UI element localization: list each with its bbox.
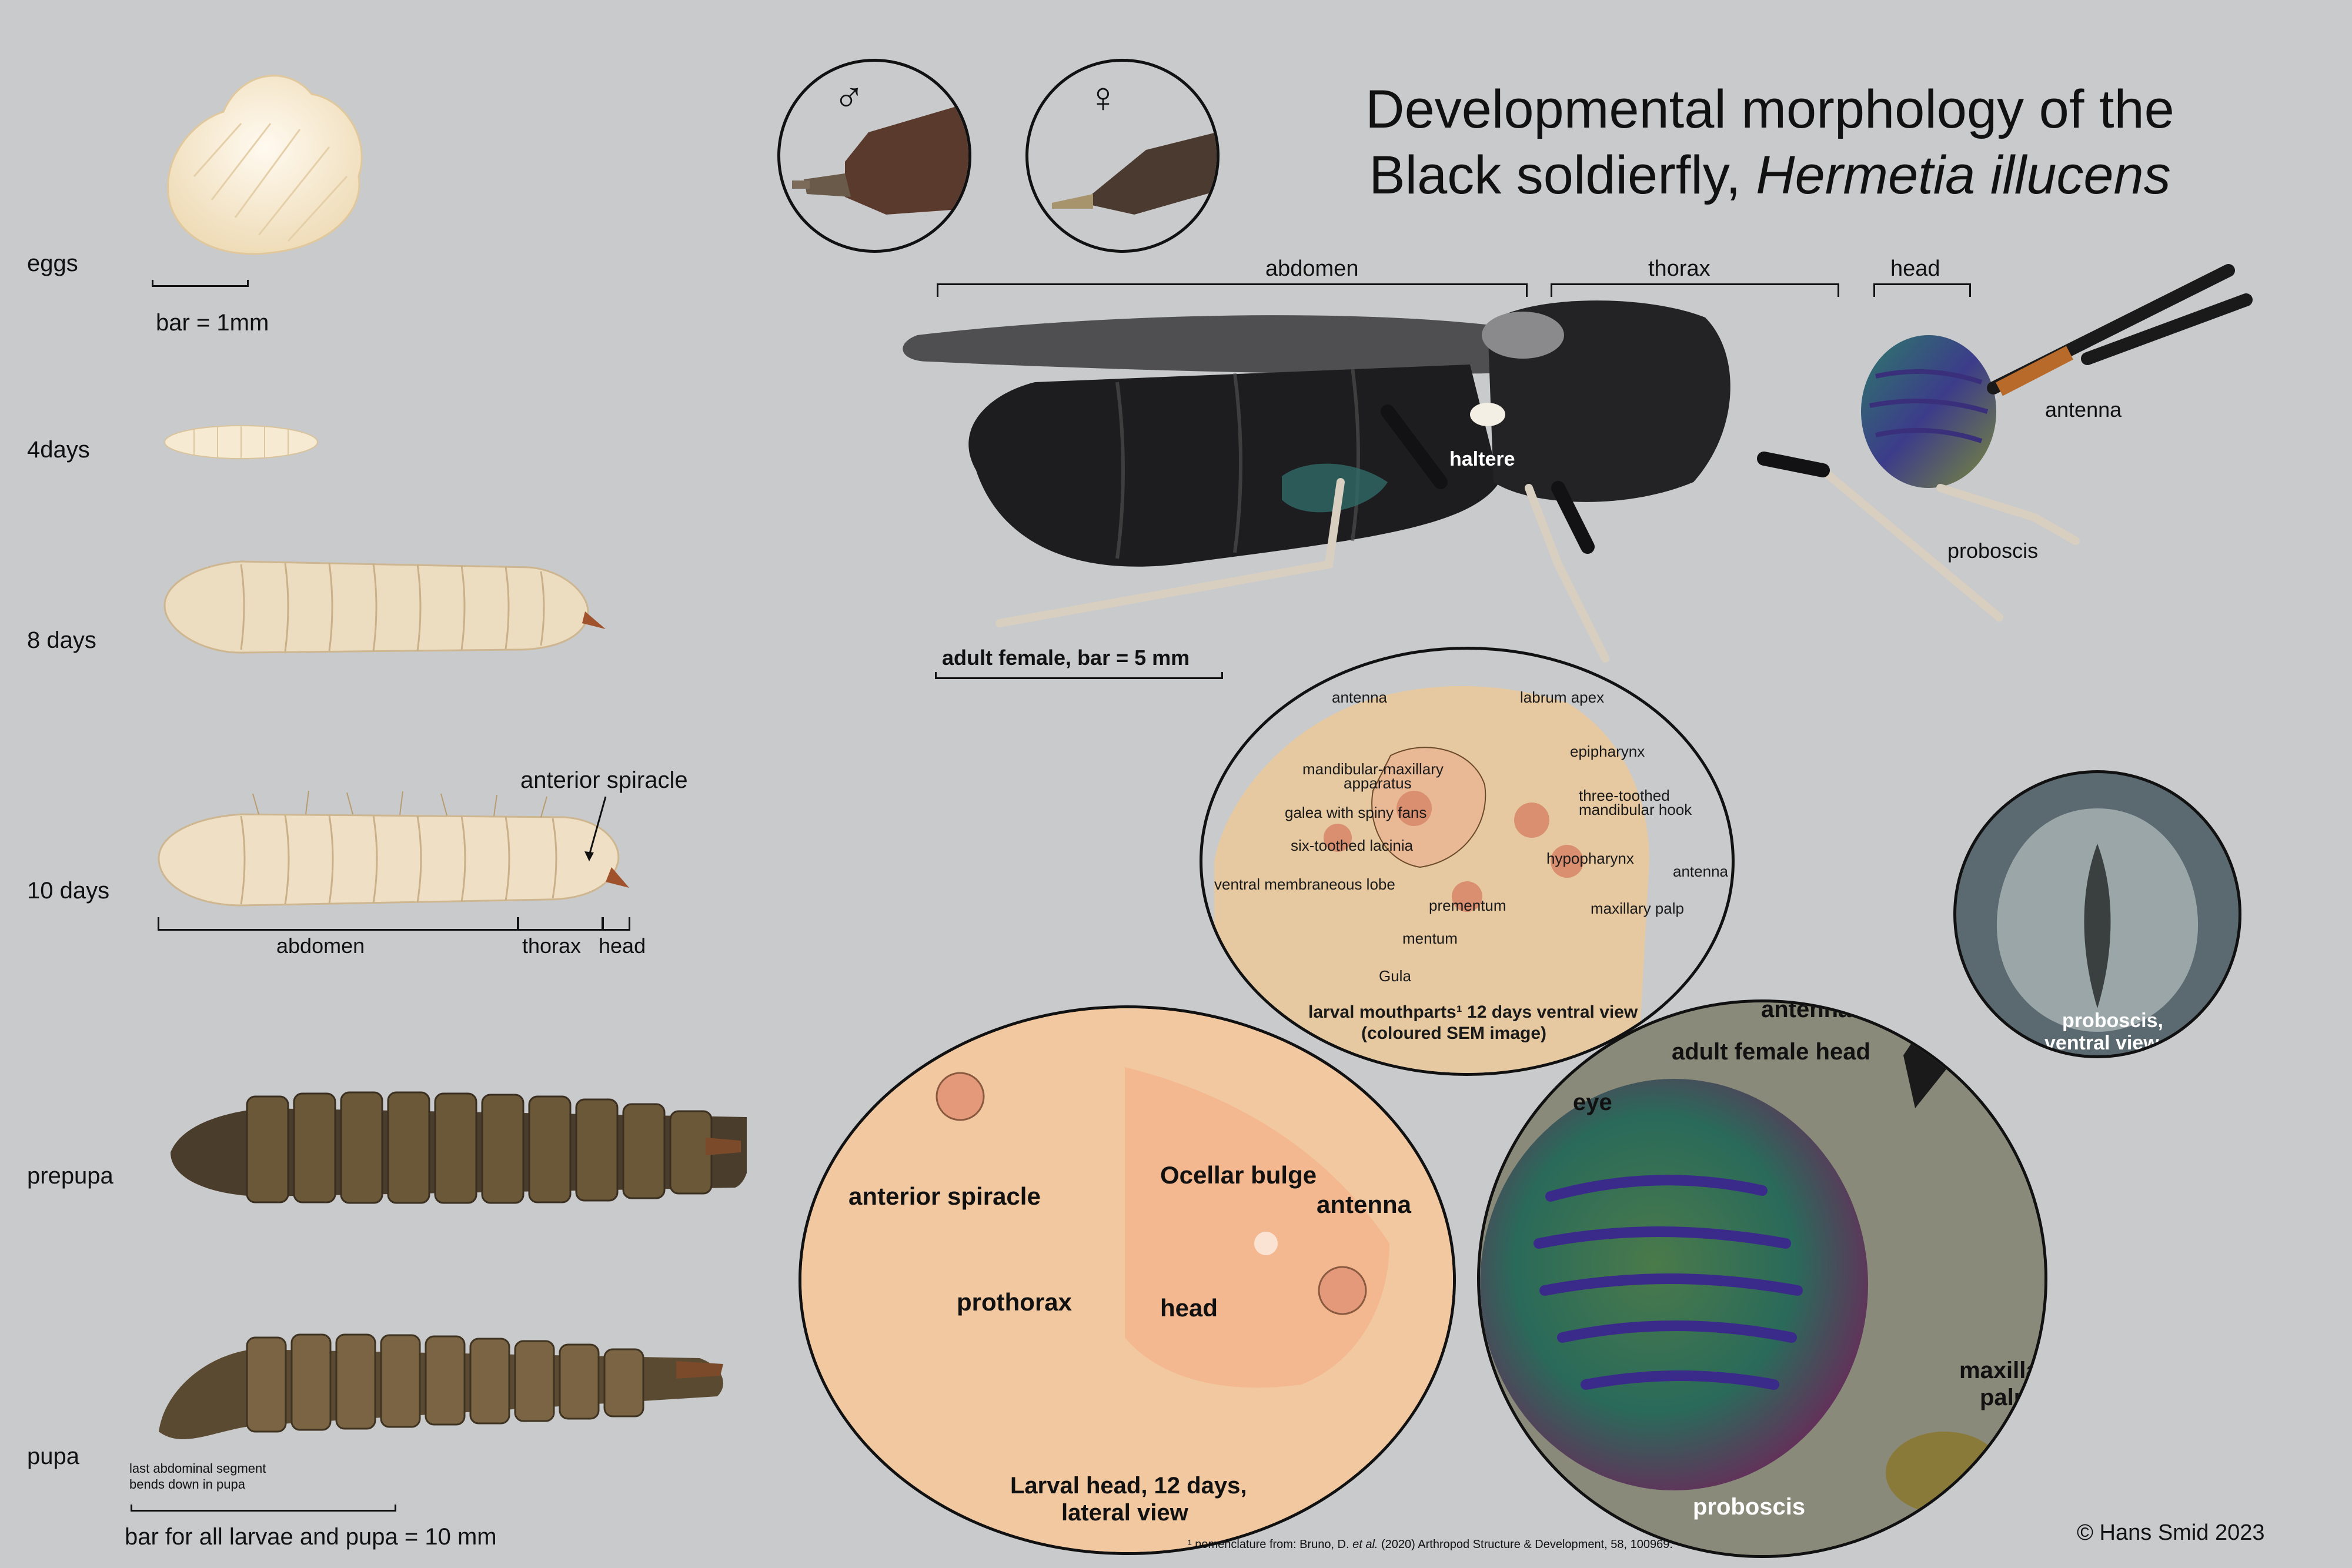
proboscis-circle-line-2: ventral view — [2044, 1032, 2159, 1054]
adult-bracket-head — [1873, 283, 1971, 297]
prepupa-label: prepupa — [27, 1163, 113, 1189]
scale-bar-5mm — [935, 672, 1223, 679]
sem-maxillary-palp: maxillary palp — [1591, 900, 1684, 917]
antenna-label: antenna — [2045, 397, 2122, 422]
bracket-head — [602, 917, 630, 931]
proboscis-circle: proboscis, ventral view — [1953, 770, 2241, 1058]
bar-larvae-label: bar for all larvae and pupa = 10 mm — [125, 1524, 497, 1550]
adult-head-antenna-label: antenna — [1761, 999, 1852, 1022]
sem-three-toothed-1: three-toothed — [1579, 787, 1670, 804]
larval-head-caption-1: Larval head, 12 days, — [1010, 1473, 1247, 1499]
sem-caption-1: larval mouthparts¹ 12 days ventral view — [1308, 1002, 1638, 1022]
larval-head-label: head — [1160, 1294, 1218, 1322]
larva-10days-image — [158, 790, 629, 907]
male-symbol: ♂ — [833, 74, 865, 121]
footnote: ¹ nomenclature from: Bruno, D. et al. (2… — [1188, 1538, 1673, 1551]
sem-oval: antenna labrum apex epipharynx mandibula… — [1200, 647, 1735, 1076]
larval-head-caption-2: lateral view — [1061, 1500, 1188, 1526]
maxillary-label-2: palp — [1980, 1385, 2029, 1410]
male-genitalia-image — [792, 103, 968, 215]
sem-antenna-right: antenna — [1673, 862, 1728, 880]
larva-head-label: head — [599, 934, 646, 958]
adult-thorax-label: thorax — [1648, 256, 1710, 281]
sem-mm-apparatus-2: apparatus — [1344, 774, 1412, 792]
female-symbol: ♀ — [1087, 74, 1119, 121]
adult-fly-image — [903, 264, 2253, 663]
larva-4days-image — [164, 425, 318, 459]
haltere-label: haltere — [1449, 448, 1515, 470]
larval-anterior-spiracle-label: anterior spiracle — [848, 1182, 1041, 1210]
sem-hypopharynx: hypopharynx — [1546, 850, 1634, 867]
sem-caption-2: (coloured SEM image) — [1361, 1024, 1547, 1043]
eggs-label: eggs — [27, 250, 78, 276]
prepupa-image — [171, 1091, 747, 1204]
adult-abdomen-label: abdomen — [1265, 256, 1359, 281]
proboscis-image — [1996, 808, 2199, 1032]
eggs-image — [167, 75, 363, 255]
adult-head-oval: antenna adult female head eye maxillary … — [1477, 999, 2047, 1558]
pupa-image — [159, 1333, 723, 1439]
sem-prementum: prementum — [1429, 897, 1506, 914]
page-title: Developmental morphology of the Black so… — [1294, 76, 2246, 208]
larval-antenna-label: antenna — [1317, 1191, 1412, 1218]
adult-head-label: head — [1890, 256, 1940, 281]
bar-1mm-label: bar = 1mm — [156, 310, 269, 336]
larva-abdomen-label: abdomen — [276, 934, 365, 958]
bracket-thorax — [517, 917, 603, 931]
eye-label: eye — [1573, 1089, 1612, 1115]
adult-bracket-thorax — [1551, 283, 1839, 297]
female-genitalia-image — [1052, 132, 1217, 215]
ocellar-bulge-label: Ocellar bulge — [1160, 1161, 1317, 1189]
anterior-spiracle-pointer — [584, 796, 607, 861]
adult-caption: adult female, bar = 5 mm — [942, 646, 1190, 670]
prothorax-label: prothorax — [957, 1288, 1073, 1316]
sem-image — [1214, 686, 1649, 1073]
sem-galea: galea with spiny fans — [1285, 804, 1427, 821]
sem-gula: Gula — [1379, 967, 1411, 985]
larva-4days-label: 4days — [27, 437, 90, 463]
adult-bracket-abdomen — [937, 283, 1528, 297]
larva-10days-label: 10 days — [27, 878, 110, 904]
sem-mentum: mentum — [1402, 930, 1458, 947]
adult-head-proboscis-label: proboscis — [1693, 1494, 1806, 1520]
male-genitalia-circle: ♂ — [777, 59, 971, 253]
sem-three-toothed-2: mandibular hook — [1579, 801, 1692, 818]
maxillary-label-1: maxillary — [1959, 1358, 2047, 1383]
sem-epipharynx: epipharynx — [1570, 743, 1645, 760]
female-genitalia-circle: ♀ — [1025, 59, 1220, 253]
title-line-2: Black soldierfly, Hermetia illucens — [1369, 145, 2171, 205]
larva-8days-image — [163, 560, 606, 654]
bracket-abdomen — [158, 917, 519, 931]
larval-head-image — [801, 1008, 1453, 1552]
sem-mm-apparatus-1: mandibular-maxillary — [1302, 760, 1444, 778]
scale-bar-10mm — [131, 1505, 396, 1512]
anterior-spiracle-label: anterior spiracle — [520, 767, 688, 793]
adult-head-image — [1480, 1002, 2044, 1555]
copyright: © Hans Smid 2023 — [2077, 1520, 2265, 1545]
scale-bar-1mm — [152, 280, 249, 287]
last-segment-line-2: bends down in pupa — [129, 1477, 245, 1492]
adult-head-caption: adult female head — [1672, 1039, 1870, 1065]
title-line-1: Developmental morphology of the — [1365, 79, 2174, 139]
sem-six-toothed: six-toothed lacinia — [1291, 837, 1414, 854]
larval-head-oval: anterior spiracle Ocellar bulge antenna … — [799, 1005, 1456, 1555]
pupa-label: pupa — [27, 1443, 79, 1469]
sem-antenna-top: antenna — [1332, 688, 1387, 706]
sem-labrum-apex: labrum apex — [1520, 688, 1605, 706]
last-segment-line-1: last abdominal segment — [129, 1461, 266, 1476]
larva-thorax-label: thorax — [522, 934, 582, 958]
proboscis-label: proboscis — [1947, 539, 2039, 563]
larva-8days-label: 8 days — [27, 627, 96, 653]
proboscis-circle-line-1: proboscis, — [2062, 1009, 2163, 1032]
sem-ventral-lobe: ventral membraneous lobe — [1214, 875, 1395, 893]
